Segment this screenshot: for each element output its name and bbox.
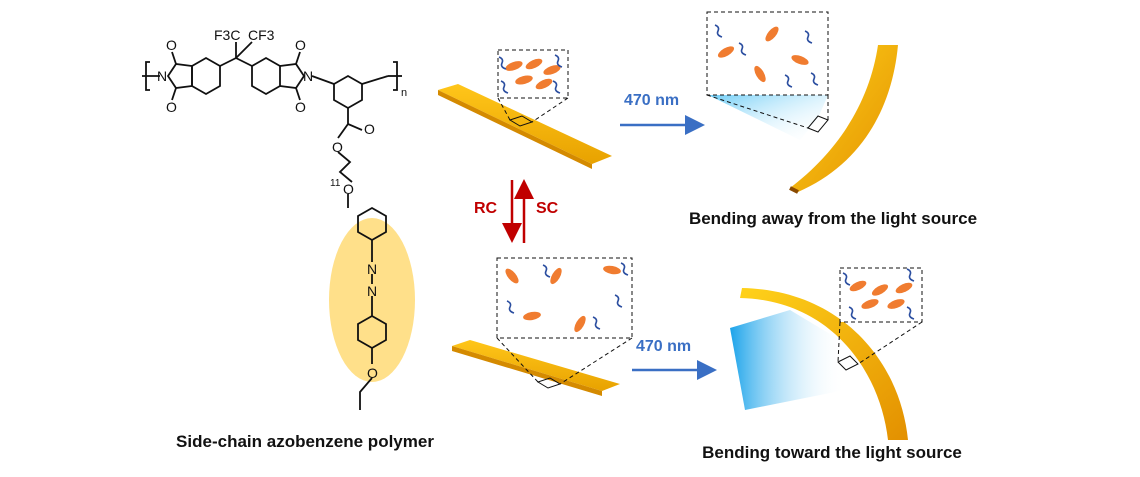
atom-labels: N O O F3C CF3 O O N n O O 11 O N N O <box>157 27 407 381</box>
film-strip-top <box>438 49 612 169</box>
polymer-structure <box>142 41 415 410</box>
atom-O: O <box>295 37 306 53</box>
repeat-n: n <box>401 87 407 99</box>
wavelength-bottom: 470 nm <box>636 338 692 355</box>
atom-O: O <box>166 37 177 53</box>
atom-O: O <box>367 365 378 381</box>
atom-O: O <box>343 181 354 197</box>
label-rc: RC <box>474 200 498 217</box>
atom-O: O <box>364 121 375 137</box>
cf3-left: F3C <box>214 27 240 43</box>
wavelength-top: 470 nm <box>624 92 680 109</box>
film-bent-away <box>706 11 898 194</box>
atom-O: O <box>332 139 343 155</box>
spacer-11: 11 <box>330 178 341 189</box>
film-strip-bottom <box>452 257 633 396</box>
atom-N: N <box>157 68 167 84</box>
atom-N: N <box>303 68 313 84</box>
atom-O: O <box>295 99 306 115</box>
caption-bending-toward: Bending toward the light source <box>702 443 962 462</box>
atom-N: N <box>367 261 377 277</box>
cf3-right: CF3 <box>248 27 275 43</box>
label-sc: SC <box>536 200 559 217</box>
polymer-caption: Side-chain azobenzene polymer <box>176 432 434 451</box>
film-bent-toward <box>730 267 923 440</box>
atom-O: O <box>166 99 177 115</box>
caption-bending-away: Bending away from the light source <box>688 209 978 228</box>
atom-N: N <box>367 283 377 299</box>
